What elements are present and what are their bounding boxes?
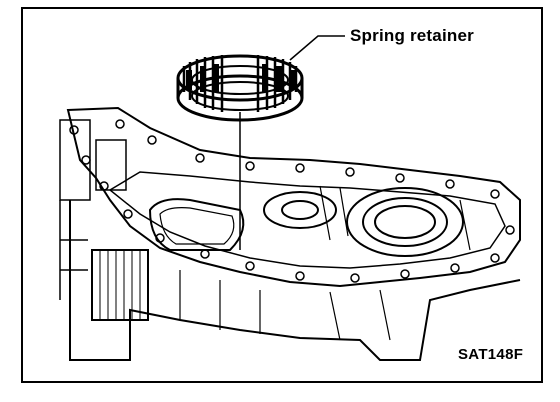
callout-leader-line: [289, 35, 345, 61]
spring-retainer-part: [176, 54, 304, 122]
figure-code-label: SAT148F: [458, 346, 524, 363]
spring-retainer-label: Spring retainer: [350, 26, 474, 45]
figure-border: [21, 7, 543, 383]
transmission-case: [59, 106, 521, 361]
